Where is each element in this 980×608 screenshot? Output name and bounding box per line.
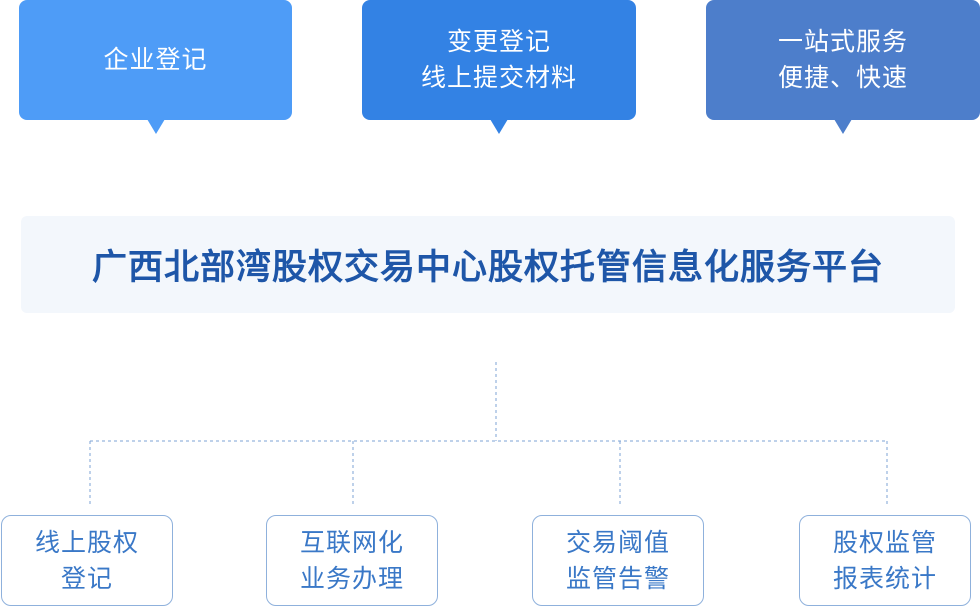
node-line: 股权监管	[832, 527, 937, 557]
node-line: 登记	[60, 563, 113, 593]
node-threshold-alert: 交易阈值 监管告警	[532, 515, 704, 606]
bubble-line: 线上提交材料	[420, 63, 577, 92]
bubble-enterprise-registration: 企业登记	[19, 0, 292, 134]
node-internet-business-handling: 互联网化 业务办理	[266, 515, 438, 606]
node-line: 业务办理	[299, 563, 404, 593]
bubble-line: 变更登记	[446, 27, 551, 56]
bubble-line: 便捷、快速	[777, 63, 908, 92]
bubble-one-stop-service: 一站式服务 便捷、快速	[706, 0, 980, 134]
node-line: 互联网化	[299, 527, 404, 557]
node-online-equity-registration: 线上股权 登记	[1, 515, 173, 606]
bubble-line: 企业登记	[103, 45, 208, 74]
node-line: 报表统计	[832, 563, 937, 593]
node-line: 线上股权	[34, 527, 139, 557]
node-line: 交易阈值	[565, 527, 670, 557]
bubble-change-registration: 变更登记 线上提交材料	[362, 0, 636, 134]
node-supervision-reports: 股权监管 报表统计	[799, 515, 971, 606]
bubble-line: 一站式服务	[777, 27, 908, 56]
platform-title: 广西北部湾股权交易中心股权托管信息化服务平台	[91, 248, 884, 288]
node-line: 监管告警	[565, 563, 670, 593]
platform-banner: 广西北部湾股权交易中心股权托管信息化服务平台	[21, 216, 955, 313]
